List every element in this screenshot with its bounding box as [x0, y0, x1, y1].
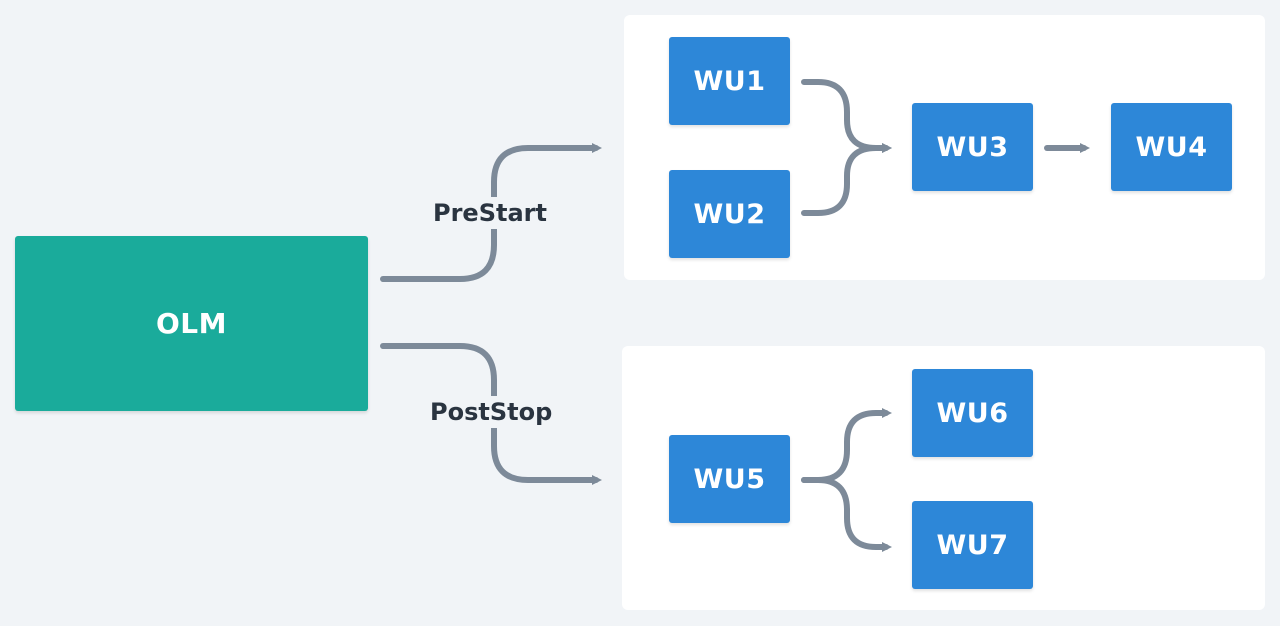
wu1-label: WU1	[693, 65, 766, 97]
wu1-node: WU1	[669, 37, 790, 125]
wu3-node: WU3	[912, 103, 1033, 191]
wu2-label: WU2	[693, 198, 766, 230]
wu3-label: WU3	[936, 131, 1009, 163]
wu5-label: WU5	[693, 463, 766, 495]
wu2-node: WU2	[669, 170, 790, 258]
wu5-to-wu6-connector	[801, 408, 892, 483]
wu7-node: WU7	[912, 501, 1033, 589]
wu5-node: WU5	[669, 435, 790, 523]
wu4-node: WU4	[1111, 103, 1232, 191]
wu5-to-wu7-connector	[801, 477, 892, 552]
wu4-label: WU4	[1135, 131, 1208, 163]
prestart-label: PreStart	[430, 197, 550, 229]
wu1-to-wu3-connector	[801, 79, 892, 153]
olm-label: OLM	[155, 307, 227, 340]
poststop-label: PostStop	[427, 396, 556, 428]
wu6-node: WU6	[912, 369, 1033, 457]
wu2-to-wu3-connector	[801, 143, 892, 216]
olm-node: OLM	[15, 236, 368, 411]
wu7-label: WU7	[936, 529, 1009, 561]
wu6-label: WU6	[936, 397, 1009, 429]
